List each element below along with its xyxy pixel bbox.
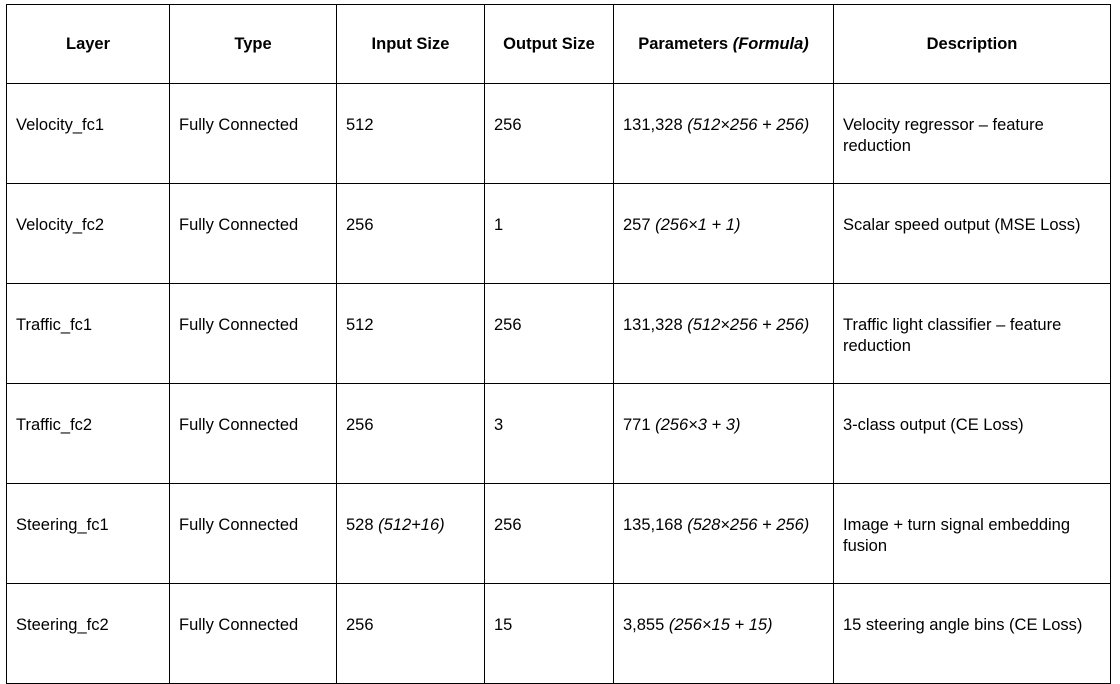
cell-output-size: 256	[484, 83, 614, 184]
param-count: 131,328	[623, 316, 683, 334]
input-size-value: 528	[346, 516, 374, 534]
cell-parameters: 771 (256×3 + 3)	[613, 383, 834, 484]
cell-type: Fully Connected	[169, 183, 337, 284]
cell-layer: Velocity_fc1	[6, 83, 170, 184]
param-count: 131,328	[623, 116, 683, 134]
input-size-formula: (512+16)	[378, 516, 445, 534]
cell-layer: Velocity_fc2	[6, 183, 170, 284]
table-row: Velocity_fc2 Fully Connected 256 1 257 (…	[6, 183, 1111, 284]
param-formula: (528×256 + 256)	[687, 516, 810, 534]
cell-output-size: 15	[484, 583, 614, 684]
cell-output-size: 256	[484, 483, 614, 584]
param-formula: (512×256 + 256)	[687, 316, 810, 334]
cell-output-size: 1	[484, 183, 614, 284]
header-parameters-label: Parameters	[638, 34, 729, 53]
param-count: 3,855	[623, 616, 665, 634]
header-parameters-formula-label: (Formula)	[732, 34, 809, 53]
table-row: Velocity_fc1 Fully Connected 512 256 131…	[6, 83, 1111, 184]
header-parameters: Parameters (Formula)	[613, 4, 834, 84]
header-output-size: Output Size	[484, 4, 614, 84]
table-row: Traffic_fc2 Fully Connected 256 3 771 (2…	[6, 383, 1111, 484]
cell-parameters: 131,328 (512×256 + 256)	[613, 283, 834, 384]
cell-type: Fully Connected	[169, 483, 337, 584]
cell-output-size: 3	[484, 383, 614, 484]
param-count: 135,168	[623, 516, 683, 534]
cell-parameters: 3,855 (256×15 + 15)	[613, 583, 834, 684]
table-row: Steering_fc1 Fully Connected 528 (512+16…	[6, 483, 1111, 584]
cell-description: Image + turn signal embedding fusion	[833, 483, 1111, 584]
cell-layer: Traffic_fc2	[6, 383, 170, 484]
param-formula: (256×1 + 1)	[655, 216, 741, 234]
cell-layer: Traffic_fc1	[6, 283, 170, 384]
cell-input-size: 512	[336, 283, 485, 384]
cell-description: Traffic light classifier – feature reduc…	[833, 283, 1111, 384]
param-formula: (256×3 + 3)	[655, 416, 741, 434]
cell-input-size: 256	[336, 383, 485, 484]
cell-parameters: 135,168 (528×256 + 256)	[613, 483, 834, 584]
cell-layer: Steering_fc1	[6, 483, 170, 584]
cell-type: Fully Connected	[169, 283, 337, 384]
cell-input-size: 256	[336, 183, 485, 284]
header-layer: Layer	[6, 4, 170, 84]
cell-type: Fully Connected	[169, 383, 337, 484]
cell-input-size: 528 (512+16)	[336, 483, 485, 584]
cell-layer: Steering_fc2	[6, 583, 170, 684]
cell-type: Fully Connected	[169, 83, 337, 184]
param-formula: (256×15 + 15)	[668, 616, 773, 634]
cell-output-size: 256	[484, 283, 614, 384]
param-count: 257	[623, 216, 651, 234]
param-formula: (512×256 + 256)	[687, 116, 810, 134]
header-type: Type	[169, 4, 337, 84]
cell-input-size: 512	[336, 83, 485, 184]
layer-table-container: Layer Type Input Size Output Size Parame…	[6, 4, 1111, 684]
cell-description: Velocity regressor – feature reduction	[833, 83, 1111, 184]
table-row: Steering_fc2 Fully Connected 256 15 3,85…	[6, 583, 1111, 684]
cell-description: Scalar speed output (MSE Loss)	[833, 183, 1111, 284]
cell-description: 3-class output (CE Loss)	[833, 383, 1111, 484]
cell-input-size: 256	[336, 583, 485, 684]
param-count: 771	[623, 416, 651, 434]
header-input-size: Input Size	[336, 4, 485, 84]
cell-parameters: 257 (256×1 + 1)	[613, 183, 834, 284]
cell-parameters: 131,328 (512×256 + 256)	[613, 83, 834, 184]
cell-type: Fully Connected	[169, 583, 337, 684]
table-header-row: Layer Type Input Size Output Size Parame…	[6, 4, 1111, 84]
cell-description: 15 steering angle bins (CE Loss)	[833, 583, 1111, 684]
layer-table: Layer Type Input Size Output Size Parame…	[6, 4, 1111, 684]
header-description: Description	[833, 4, 1111, 84]
table-row: Traffic_fc1 Fully Connected 512 256 131,…	[6, 283, 1111, 384]
